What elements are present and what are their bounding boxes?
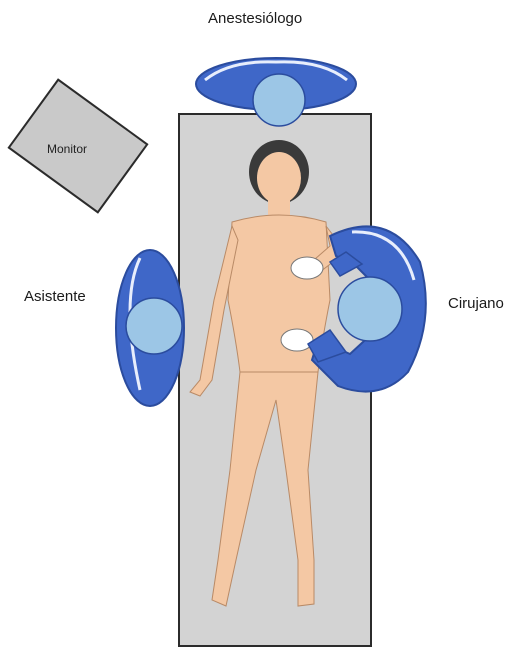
anesthesiologist-label: Anestesiólogo xyxy=(208,10,302,27)
surgeon-label: Cirujano xyxy=(448,295,504,312)
assistant-figure xyxy=(116,250,184,406)
monitor-label: Monitor xyxy=(47,142,87,156)
assistant-label: Asistente xyxy=(24,288,86,305)
